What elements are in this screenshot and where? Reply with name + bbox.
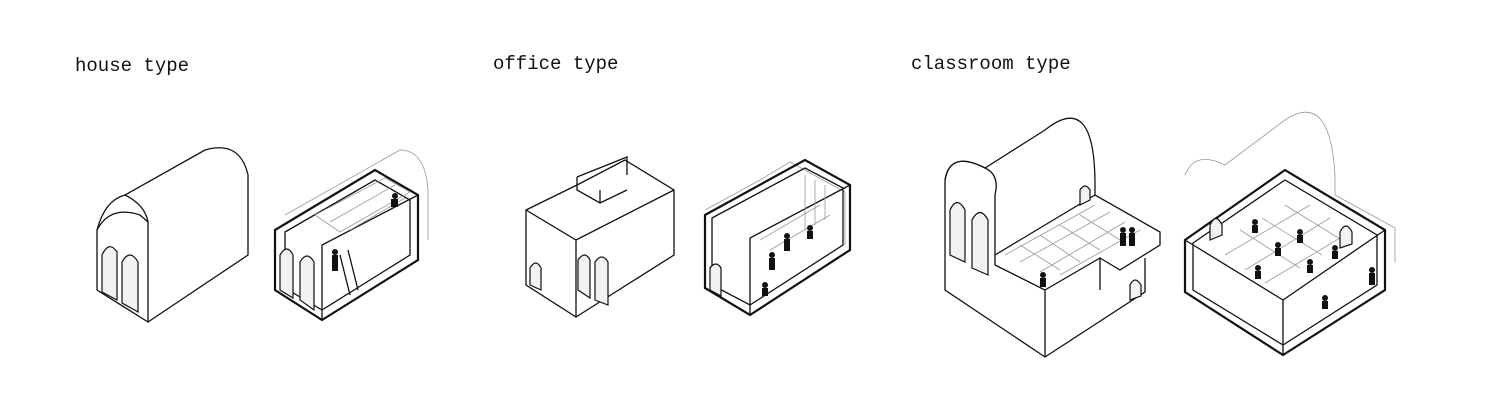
classroom-exterior-drawing bbox=[944, 117, 1161, 358]
classroom-type-title: classroom type bbox=[911, 53, 1071, 75]
office-type-title: office type bbox=[493, 53, 619, 75]
house-interior-drawing bbox=[273, 149, 429, 322]
house-exterior-drawing bbox=[96, 147, 249, 324]
classroom-interior-drawing bbox=[1183, 111, 1396, 357]
office-exterior-drawing bbox=[525, 156, 675, 318]
office-interior-drawing bbox=[703, 158, 852, 317]
house-type-title: house type bbox=[75, 55, 190, 77]
